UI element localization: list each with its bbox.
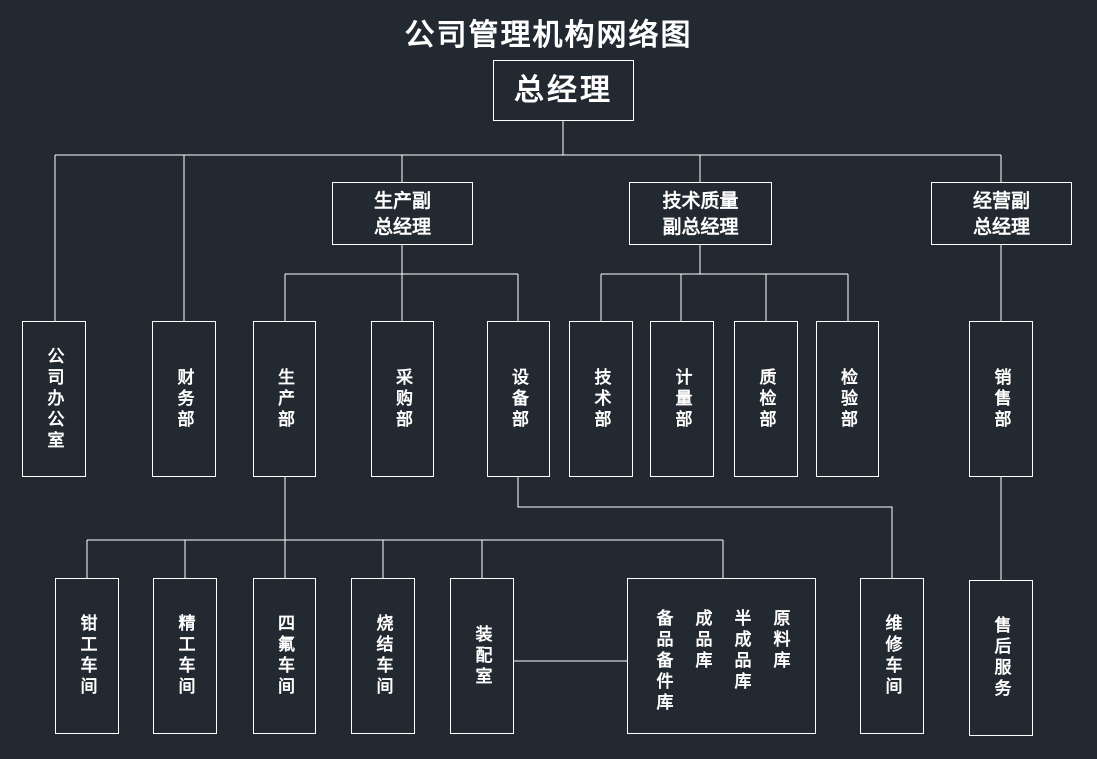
production-vp-label: 生产副 总经理 bbox=[373, 189, 431, 238]
inspection-dept-box: 检验部 bbox=[816, 321, 879, 477]
fitter-workshop-box: 钳工车间 bbox=[55, 578, 119, 734]
equipment-dept-label: 设备部 bbox=[508, 367, 528, 431]
purchasing-dept-label: 采购部 bbox=[392, 367, 412, 431]
equipment-dept-box: 设备部 bbox=[487, 321, 550, 477]
business-vp-label: 经营副 总经理 bbox=[972, 189, 1030, 238]
precision-workshop-box: 精工车间 bbox=[153, 578, 217, 734]
ptfe-workshop-box: 四氟车间 bbox=[253, 578, 316, 734]
production-dept-box: 生产部 bbox=[253, 321, 316, 477]
sales-dept-box: 销售部 bbox=[969, 321, 1033, 477]
maintenance-workshop-label: 维修车间 bbox=[881, 614, 902, 698]
diagram-title: 公司管理机构网络图 bbox=[404, 18, 693, 53]
after-sales-label: 售后服务 bbox=[990, 616, 1011, 700]
production-dept-label: 生产部 bbox=[274, 367, 294, 431]
fitter-workshop-label: 钳工车间 bbox=[76, 614, 97, 698]
warehouse-box: 原料库 半成品库 成品库 备品备件库 bbox=[627, 578, 816, 734]
sales-dept-label: 销售部 bbox=[990, 367, 1011, 431]
technology-dept-box: 技术部 bbox=[569, 321, 633, 477]
assembly-room-box: 装配室 bbox=[450, 578, 514, 734]
general-manager-label: 总经理 bbox=[514, 72, 613, 108]
office-dept-box: 公司办公室 bbox=[22, 321, 86, 477]
production-vp-box: 生产副 总经理 bbox=[332, 182, 473, 245]
sintering-workshop-label: 烧结车间 bbox=[372, 614, 393, 698]
purchasing-dept-box: 采购部 bbox=[371, 321, 434, 477]
ptfe-workshop-label: 四氟车间 bbox=[274, 614, 294, 698]
tech-quality-vp-label: 技术质量 副总经理 bbox=[662, 189, 739, 238]
after-sales-box: 售后服务 bbox=[969, 580, 1033, 736]
inspection-dept-label: 检验部 bbox=[837, 367, 857, 431]
business-vp-box: 经营副 总经理 bbox=[931, 182, 1072, 245]
finished-goods-warehouse-label: 成品库 bbox=[691, 609, 712, 672]
quality-dept-label: 质检部 bbox=[755, 367, 776, 431]
finance-dept-box: 财务部 bbox=[152, 321, 216, 477]
maintenance-workshop-box: 维修车间 bbox=[860, 578, 924, 734]
raw-material-warehouse-label: 原料库 bbox=[769, 609, 790, 672]
semi-finished-warehouse-label: 半成品库 bbox=[730, 609, 751, 693]
quality-dept-box: 质检部 bbox=[734, 321, 798, 477]
metrology-dept-box: 计量部 bbox=[650, 321, 714, 477]
tech-quality-vp-box: 技术质量 副总经理 bbox=[629, 182, 772, 245]
technology-dept-label: 技术部 bbox=[590, 367, 611, 431]
assembly-room-label: 装配室 bbox=[471, 624, 492, 688]
precision-workshop-label: 精工车间 bbox=[174, 614, 195, 698]
general-manager-box: 总经理 bbox=[493, 60, 634, 121]
metrology-dept-label: 计量部 bbox=[671, 367, 692, 431]
finance-dept-label: 财务部 bbox=[173, 367, 194, 431]
office-dept-label: 公司办公室 bbox=[43, 346, 64, 452]
spare-parts-warehouse-label: 备品备件库 bbox=[652, 609, 673, 714]
sintering-workshop-box: 烧结车间 bbox=[351, 578, 415, 734]
